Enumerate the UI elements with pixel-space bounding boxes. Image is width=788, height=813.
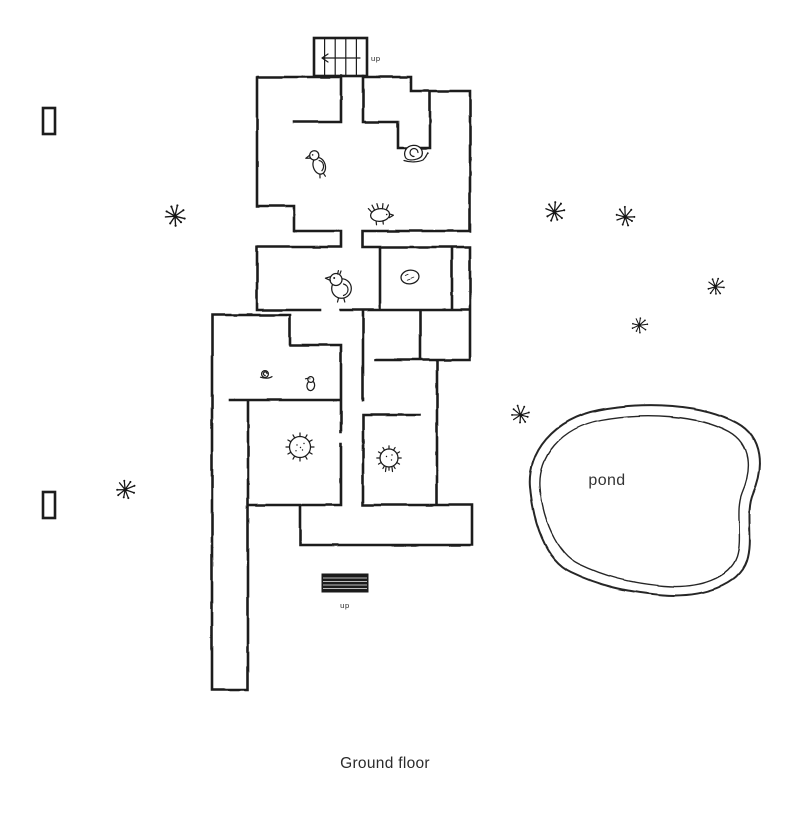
- hedgehog-icon: [367, 203, 394, 226]
- plant-sprig-icon: [507, 400, 534, 428]
- upper-staircase: [312, 36, 369, 78]
- spiky-creature-icon: [285, 432, 315, 462]
- lower-staircase: [321, 573, 369, 593]
- plant-sprig-icon: [702, 273, 730, 300]
- wall-fragment-marker: [41, 490, 57, 520]
- lower-stairs-label: up: [340, 601, 350, 610]
- floor-caption: Ground floor: [340, 755, 430, 772]
- small-snail-icon: [259, 369, 273, 379]
- staircase-block: [321, 573, 369, 593]
- building-walls: [210, 74, 474, 692]
- plant-sprig-icon: [541, 197, 570, 227]
- bird-icon: [305, 150, 327, 179]
- stair-treads: [324, 37, 357, 77]
- pond-inner-outline: [539, 415, 749, 588]
- songbird-icon: [324, 270, 352, 303]
- snail-icon: [403, 144, 429, 163]
- plant-sprig-icon: [628, 314, 651, 337]
- up-arrow-icon: [321, 53, 361, 63]
- upper-stairs-label: up: [371, 54, 381, 63]
- stair-hatch-lines: [323, 577, 367, 589]
- spiky-creature-icon: [376, 445, 402, 473]
- pond-label: pond: [588, 472, 625, 489]
- wall-fragment-marker: [41, 106, 57, 136]
- small-bird-icon: [304, 375, 316, 392]
- plant-sprig-icon: [164, 203, 187, 228]
- egg-icon: [400, 269, 420, 285]
- staircase-outline: [312, 36, 369, 78]
- pond: [528, 404, 761, 597]
- plant-sprig-icon: [613, 203, 638, 230]
- plant-sprig-icon: [111, 475, 141, 504]
